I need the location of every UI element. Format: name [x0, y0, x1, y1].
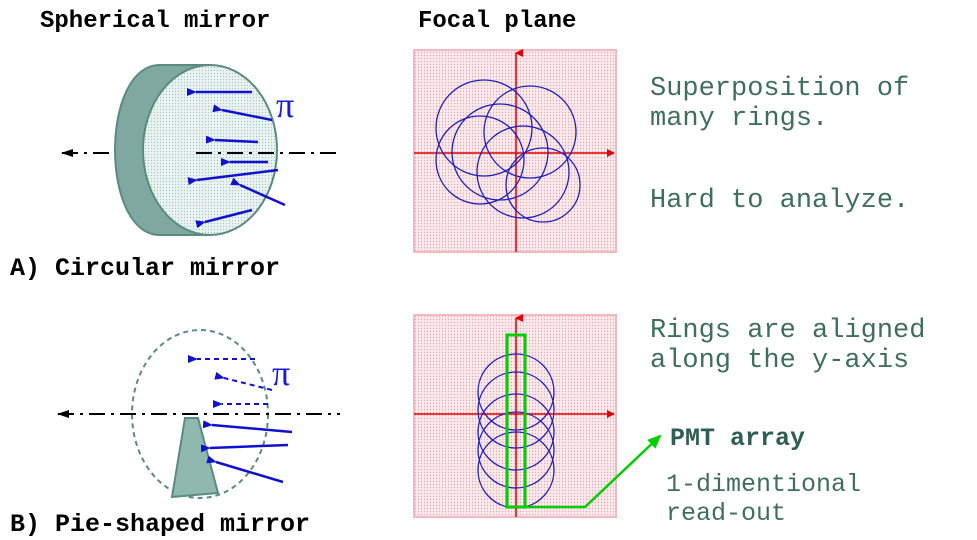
caption-pie-mirror: B) Pie-shaped mirror — [10, 510, 311, 539]
focal-plane-bottom — [413, 314, 662, 518]
header-spherical-mirror: Spherical mirror — [40, 8, 271, 35]
ring — [435, 115, 525, 205]
focal-plane-top — [413, 49, 617, 253]
pmt-array-box — [505, 333, 527, 509]
ring — [477, 411, 555, 489]
pmt-pointer-arrow — [525, 434, 662, 509]
pi-label-a: π — [276, 85, 295, 125]
caption-circular-mirror: A) Circular mirror — [10, 254, 281, 283]
ring — [476, 125, 570, 219]
note-superposition-2: many rings. — [650, 104, 829, 134]
ring — [451, 103, 549, 201]
ring — [477, 393, 555, 471]
note-superposition-1: Superposition of — [650, 74, 910, 104]
header-focal-plane: Focal plane — [418, 8, 577, 35]
pi-label-b: π — [272, 353, 291, 393]
ring — [483, 85, 577, 179]
ring — [477, 353, 555, 431]
pie-mirror-figure — [57, 329, 340, 499]
circular-mirror-figure — [61, 64, 340, 236]
ring — [505, 147, 581, 223]
pie-mirror-slice — [170, 417, 220, 499]
ring — [477, 371, 555, 449]
note-aligned-1: Rings are aligned — [650, 316, 926, 346]
readout-line2: read-out — [666, 499, 787, 528]
ring — [435, 79, 533, 177]
note-hard-to-analyze: Hard to analyze. — [650, 186, 910, 216]
pmt-array-label: PMT array — [670, 424, 806, 453]
focal-plane-bottom-area — [413, 314, 617, 518]
readout-line1: 1-dimentional — [666, 470, 862, 499]
focal-plane-top-area — [413, 49, 617, 253]
note-aligned-2: along the y-axis — [650, 346, 910, 376]
mirror-face — [142, 64, 278, 236]
